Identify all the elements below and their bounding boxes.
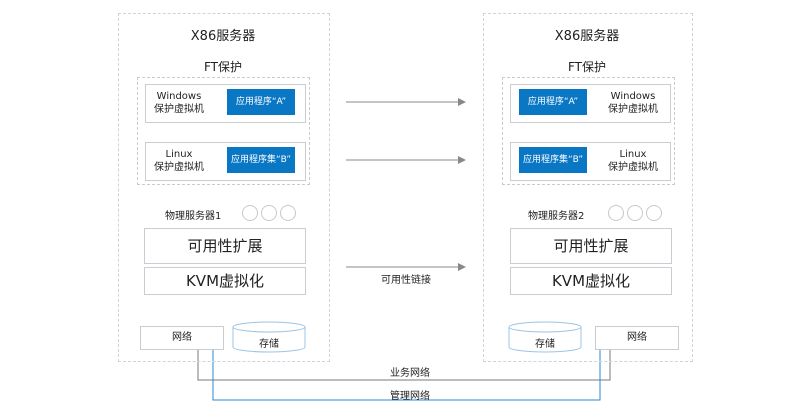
storage-cylinder-right <box>508 321 582 353</box>
status-circle-icon <box>261 205 277 221</box>
storage-label-right: 存储 <box>535 339 555 350</box>
management-network-line <box>212 349 601 401</box>
vm-label-linux-left: Linux 保护虚拟机 <box>154 149 204 173</box>
server-title-right: X86服务器 <box>554 29 620 44</box>
physical-server-label-left: 物理服务器1 <box>165 211 222 222</box>
status-circle-icon <box>242 205 258 221</box>
management-network-label: 管理网络 <box>390 391 430 402</box>
app-a-left: 应用程序“A” <box>227 89 295 115</box>
ft-title-left: FT保护 <box>203 60 243 74</box>
business-network-line <box>197 349 611 381</box>
vm-label-windows-left: Windows 保护虚拟机 <box>154 91 204 115</box>
app-b-left: 应用程序集“B” <box>227 147 295 173</box>
server-right <box>483 13 693 362</box>
status-circle-icon <box>646 205 662 221</box>
kvm-virtualization-left: KVM虚拟化 <box>144 267 306 295</box>
network-box-left: 网络 <box>140 326 224 350</box>
app-b-right: 应用程序集“B” <box>519 147 587 173</box>
vm-label-windows-right: Windows 保护虚拟机 <box>608 91 658 115</box>
business-network-label: 业务网络 <box>390 368 430 379</box>
storage-cylinder-left <box>232 321 306 353</box>
network-box-right: 网络 <box>595 326 679 350</box>
status-circle-icon <box>608 205 624 221</box>
physical-server-label-right: 物理服务器2 <box>528 211 585 222</box>
availability-extension-left: 可用性扩展 <box>144 228 306 264</box>
server-title-left: X86服务器 <box>190 29 256 44</box>
ft-protection-left <box>137 77 310 185</box>
kvm-virtualization-right: KVM虚拟化 <box>510 267 672 295</box>
status-circle-icon <box>280 205 296 221</box>
app-a-right: 应用程序“A” <box>519 89 587 115</box>
storage-label-left: 存储 <box>259 339 279 350</box>
availability-link-label: 可用性链接 <box>381 275 431 286</box>
ft-protection-right <box>502 77 675 185</box>
server-left <box>118 13 330 362</box>
availability-extension-right: 可用性扩展 <box>510 228 672 264</box>
vm-label-linux-right: Linux 保护虚拟机 <box>608 149 658 173</box>
status-circle-icon <box>627 205 643 221</box>
ft-title-right: FT保护 <box>567 60 607 74</box>
